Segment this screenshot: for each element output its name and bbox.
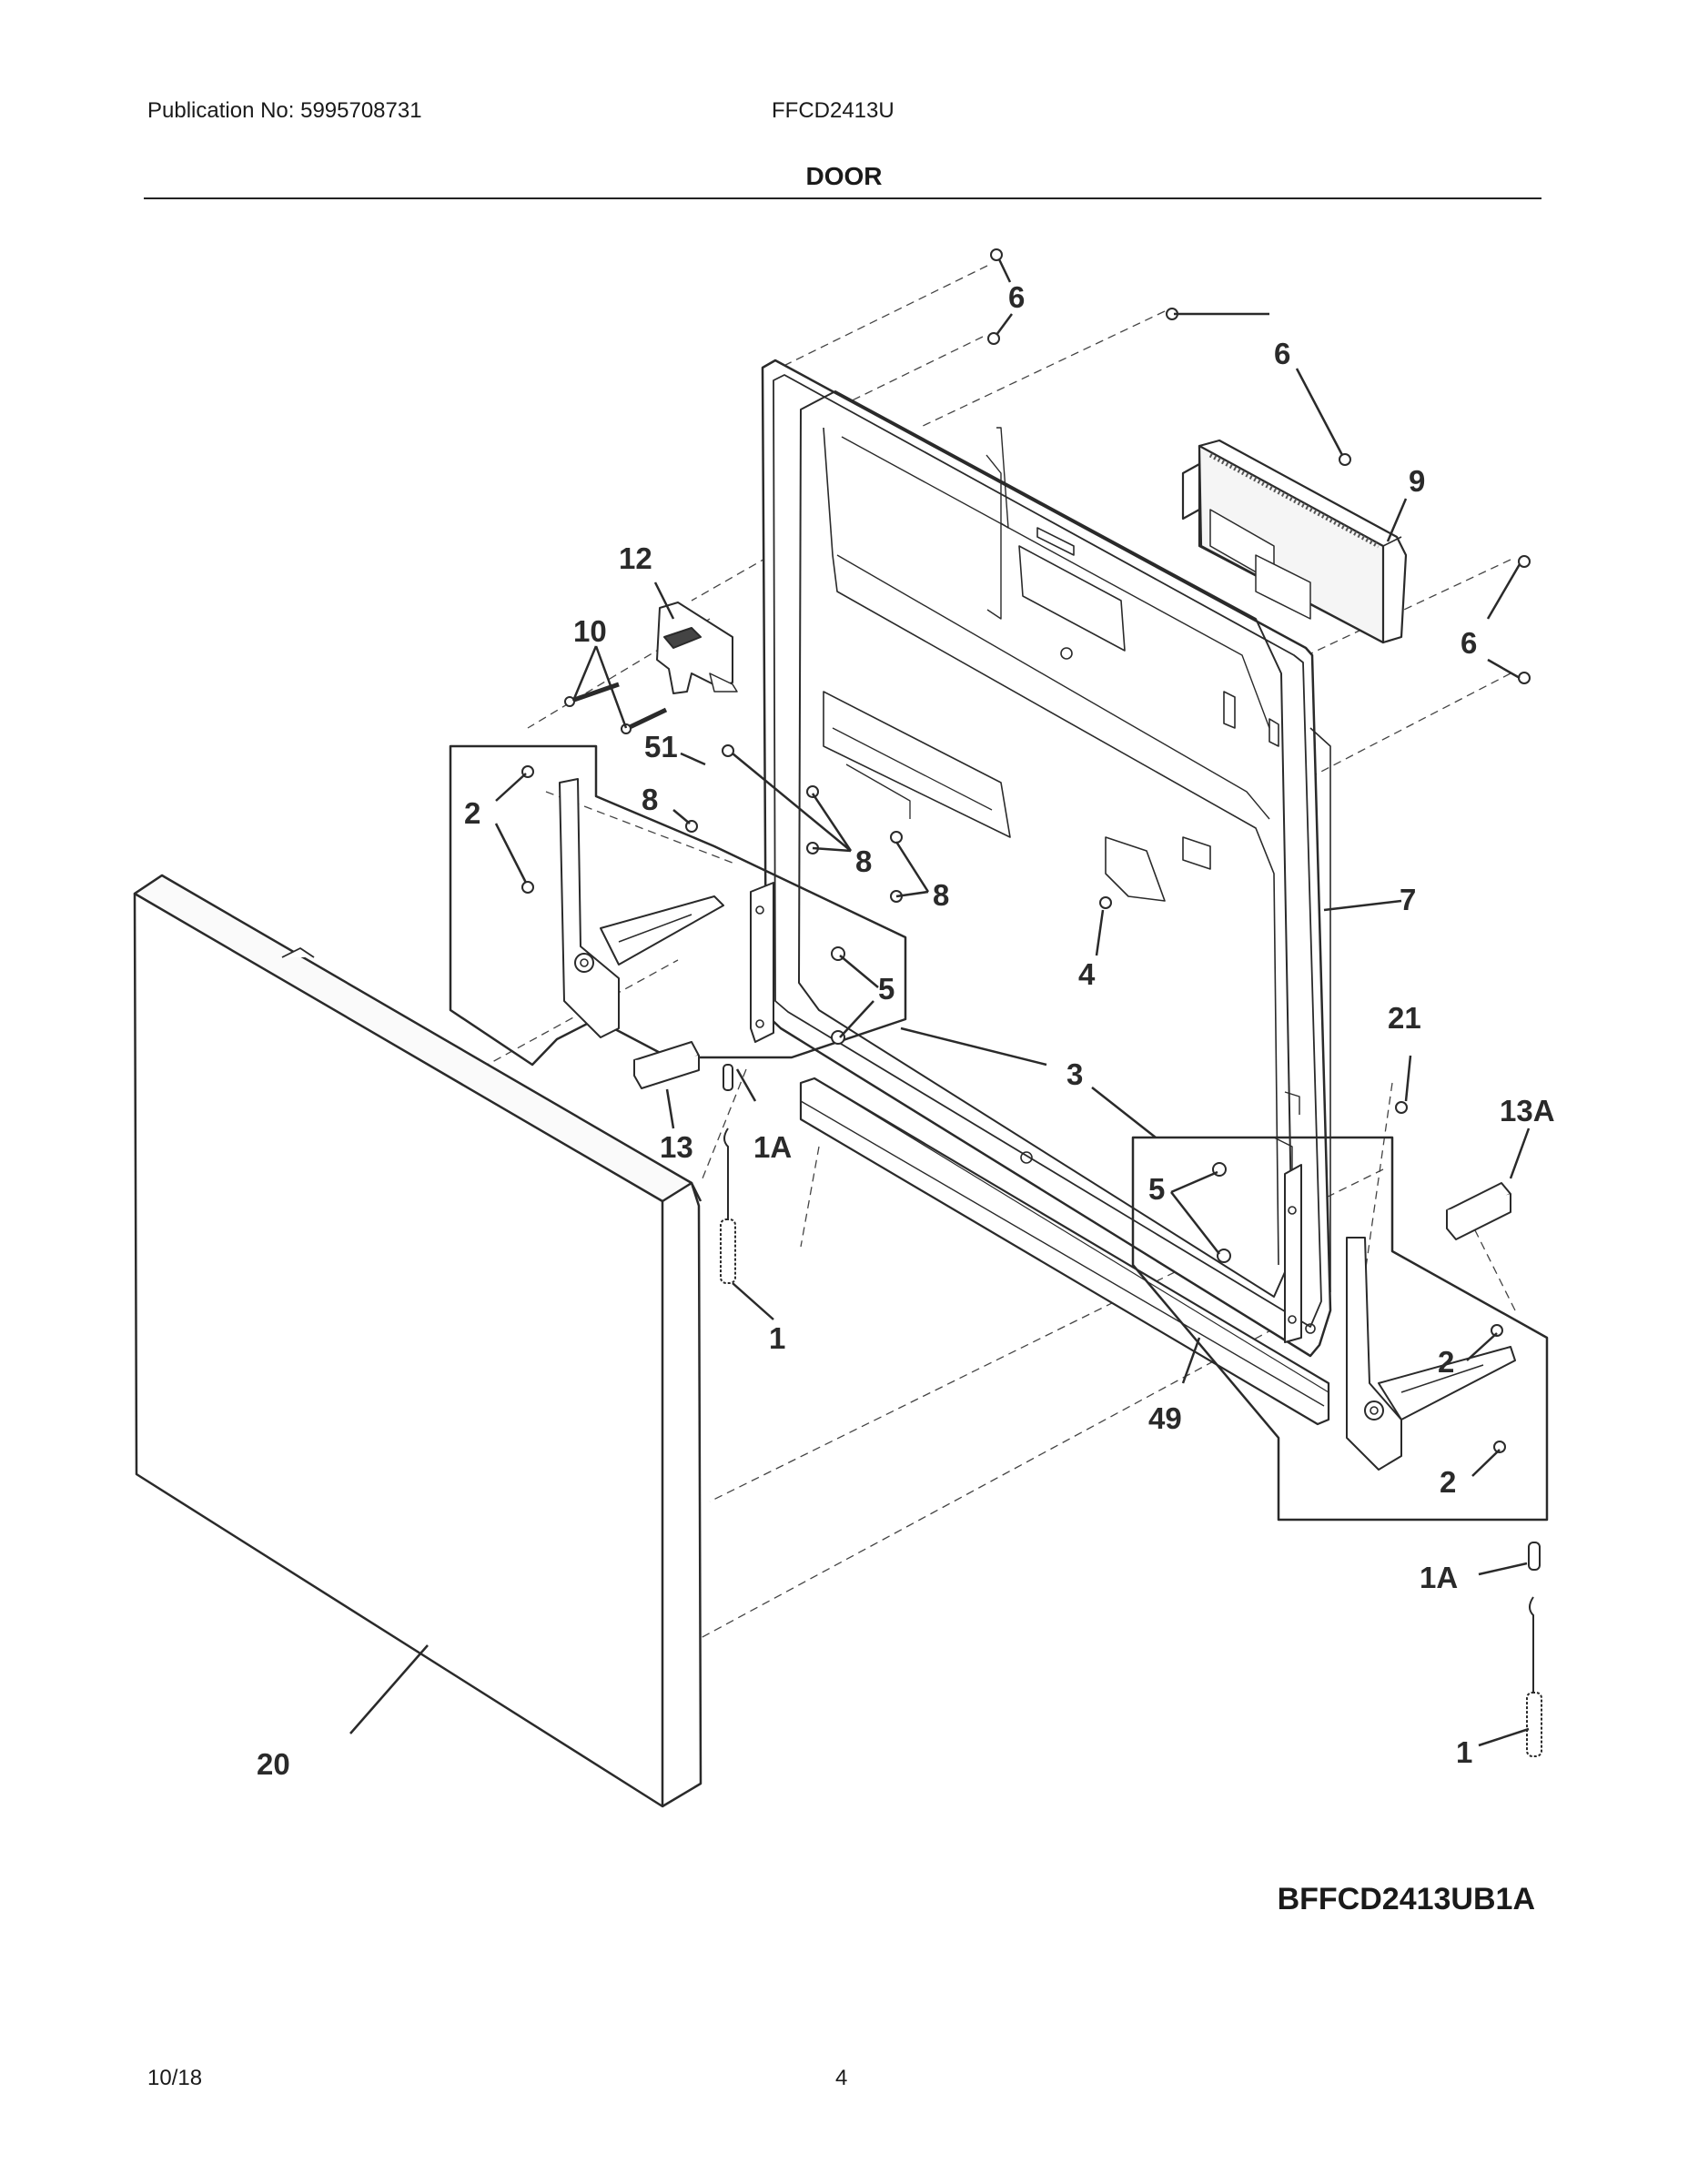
callout-2: 2 <box>1440 1465 1456 1499</box>
publication-number: Publication No: 5995708731 <box>147 98 422 123</box>
model-number: FFCD2413U <box>772 98 895 123</box>
callout-20: 20 <box>257 1747 290 1781</box>
callout-7: 7 <box>1400 883 1416 916</box>
section-title: DOOR <box>805 162 883 190</box>
callout-49: 49 <box>1148 1401 1182 1435</box>
callout-8: 8 <box>855 844 872 878</box>
callout-10: 10 <box>573 614 607 648</box>
bottom-trim-strip <box>799 1077 1330 1426</box>
callout-21: 21 <box>1388 1001 1421 1035</box>
hinge-pads <box>633 1041 1511 1240</box>
callout-13: 13 <box>660 1130 693 1164</box>
callout-3: 3 <box>1066 1057 1083 1091</box>
callout-6: 6 <box>1274 337 1290 370</box>
callout-5: 5 <box>878 972 895 1006</box>
control-panel <box>1181 439 1408 644</box>
door-latch <box>656 602 738 694</box>
callout-1: 1 <box>1456 1735 1472 1769</box>
publication-date: 10/18 <box>147 2066 203 2090</box>
header-rule <box>144 197 1541 199</box>
springs-and-links <box>720 1064 1542 1757</box>
callout-6: 6 <box>1008 280 1025 314</box>
callout-1a: 1A <box>753 1130 792 1164</box>
callout-51: 51 <box>644 730 678 763</box>
callout-labels: 6 6 9 12 10 6 51 2 8 8 8 7 5 4 21 3 13A … <box>257 280 1555 1781</box>
callout-4: 4 <box>1078 957 1096 991</box>
left-hinge-inset <box>449 744 907 1067</box>
callout-8: 8 <box>933 878 949 912</box>
callout-6: 6 <box>1461 626 1477 660</box>
page-number: 4 <box>835 2066 848 2090</box>
callout-9: 9 <box>1409 464 1425 498</box>
callout-2: 2 <box>464 796 480 830</box>
callout-1: 1 <box>769 1321 785 1355</box>
callout-2: 2 <box>1438 1345 1454 1379</box>
callout-8: 8 <box>642 783 658 816</box>
callout-12: 12 <box>619 541 652 575</box>
callout-leaders <box>349 258 1531 1747</box>
callout-5: 5 <box>1148 1172 1165 1206</box>
outer-door-panel <box>133 874 702 1808</box>
right-hinge-inset <box>1131 1136 1549 1522</box>
callout-13a: 13A <box>1500 1094 1555 1127</box>
callout-1a: 1A <box>1420 1561 1458 1594</box>
latch-screws <box>564 682 668 734</box>
diagram-id: BFFCD2413UB1A <box>1277 1882 1535 1916</box>
